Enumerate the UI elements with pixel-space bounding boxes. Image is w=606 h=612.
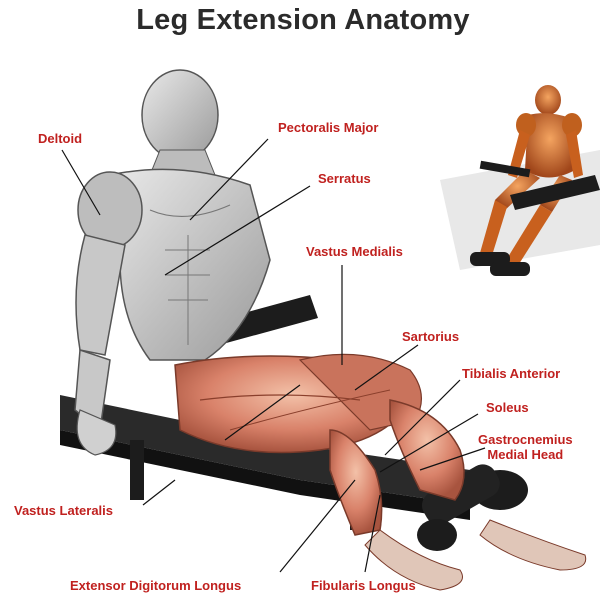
page-title: Leg Extension Anatomy	[136, 4, 470, 36]
label-tibialis-anterior: Tibialis Anterior	[462, 366, 561, 381]
label-fibularis-longus: Fibularis Longus	[311, 578, 416, 593]
leader-line-tibialis-anterior	[384, 379, 461, 456]
label-serratus: Serratus	[318, 171, 371, 186]
label-soleus: Soleus	[486, 400, 529, 415]
torso-sketch	[74, 69, 271, 456]
label-vastus-lateralis: Vastus Lateralis	[14, 503, 113, 518]
label-gastrocnemius-line2: Medial Head	[487, 447, 564, 462]
leader-line-soleus	[379, 413, 479, 473]
leader-line-vastus-lateralis-thigh	[224, 384, 301, 441]
label-sartorius: Sartorius	[402, 329, 460, 344]
leader-line-sartorius	[354, 344, 419, 391]
label-pectoralis-major: Pectoralis Major	[278, 120, 379, 135]
leader-line-gastrocnemius	[419, 447, 486, 471]
leader-line-extensor-digitorum	[279, 479, 356, 573]
label-vastus-medialis: Vastus Medialis	[306, 244, 403, 259]
label-deltoid: Deltoid	[38, 131, 83, 146]
label-gastrocnemius-line1: Gastrocnemius	[478, 432, 573, 447]
leader-line-fibularis-longus	[364, 494, 381, 573]
label-gastrocnemius: Gastrocnemius Medial Head	[478, 432, 573, 462]
leg-muscles	[174, 353, 587, 591]
leader-line-serratus	[164, 185, 311, 276]
label-extensor-digitorum-longus: Extensor Digitorum Longus	[70, 578, 242, 593]
thumbnail-figure	[440, 85, 600, 276]
leader-lines	[61, 138, 486, 573]
leader-line-pectoralis-major	[189, 138, 269, 221]
leader-line-vastus-lateralis	[142, 479, 176, 506]
leader-line-deltoid	[61, 149, 101, 216]
